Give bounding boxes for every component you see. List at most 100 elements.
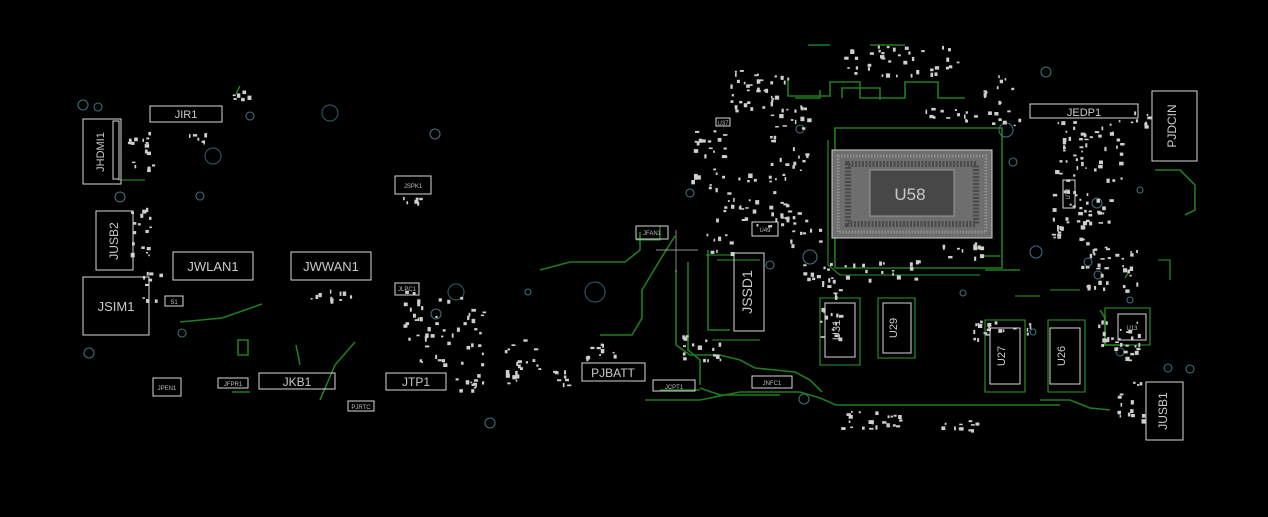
smd-pad bbox=[419, 197, 423, 201]
connector-jtp1[interactable]: JTP1 bbox=[385, 372, 447, 391]
smd-pad bbox=[748, 199, 751, 202]
cpu-u58[interactable]: U58 bbox=[831, 149, 993, 239]
smd-pad bbox=[427, 327, 431, 332]
smd-pad bbox=[466, 345, 471, 350]
smd-pad bbox=[772, 97, 774, 100]
smd-pad bbox=[137, 223, 141, 226]
smd-pad bbox=[956, 61, 960, 64]
smd-pad bbox=[954, 109, 957, 111]
smd-pad bbox=[1126, 331, 1131, 333]
smd-pad bbox=[463, 322, 467, 326]
smd-pad bbox=[782, 125, 787, 127]
smd-pad bbox=[1130, 253, 1134, 257]
jfan1-label: JFAN1 bbox=[643, 231, 662, 237]
ic-u13[interactable]: U13 bbox=[1117, 313, 1147, 341]
smd-pad bbox=[850, 49, 854, 52]
smd-pad bbox=[945, 66, 949, 70]
smd-pad bbox=[1076, 220, 1081, 223]
connector-jlpc1[interactable]: JLPC1 bbox=[394, 282, 420, 296]
smd-pad bbox=[794, 109, 797, 113]
smd-pad bbox=[1080, 225, 1086, 230]
smd-pad bbox=[134, 164, 137, 169]
smd-pad bbox=[1117, 410, 1121, 415]
smd-pad bbox=[1123, 350, 1128, 354]
smd-pad bbox=[941, 426, 946, 431]
connector-jusb2[interactable]: JUSB2 bbox=[95, 210, 134, 271]
ic-u49[interactable]: U49 bbox=[751, 221, 779, 237]
smd-pad bbox=[977, 324, 983, 328]
smd-pad bbox=[1029, 325, 1032, 330]
connector-jnfc1[interactable]: JNFC1 bbox=[751, 375, 793, 389]
connector-pjrtc[interactable]: PJRTC bbox=[347, 400, 375, 412]
smd-pad bbox=[930, 68, 934, 72]
ic-u72[interactable]: U72 bbox=[1062, 179, 1076, 209]
smd-pad bbox=[1120, 177, 1123, 180]
jtp1-label: JTP1 bbox=[402, 375, 430, 389]
connector-jusb1[interactable]: JUSB1 bbox=[1145, 381, 1184, 441]
smd-pad bbox=[784, 176, 787, 181]
smd-pad bbox=[1107, 220, 1111, 224]
ic-u26[interactable]: U26 bbox=[1049, 327, 1081, 385]
smd-pad bbox=[1075, 158, 1078, 162]
smd-pad bbox=[1084, 209, 1087, 213]
smd-pad bbox=[768, 225, 773, 228]
smd-pad bbox=[330, 296, 333, 301]
smd-pad bbox=[694, 140, 698, 143]
smd-pad bbox=[708, 186, 712, 190]
smd-pad bbox=[1081, 161, 1084, 167]
smd-pad bbox=[848, 414, 853, 419]
smd-pad bbox=[1134, 350, 1139, 355]
smd-pad bbox=[1120, 143, 1125, 146]
smd-pad bbox=[1084, 138, 1089, 141]
smd-pad bbox=[1106, 178, 1110, 183]
switch-s1[interactable]: S1 bbox=[164, 295, 184, 307]
smd-pad bbox=[775, 218, 778, 223]
connector-jkb1[interactable]: JKB1 bbox=[258, 372, 336, 390]
connector-jspk1[interactable]: JSPK1 bbox=[394, 175, 432, 195]
smd-pad bbox=[834, 334, 839, 338]
ic-u27[interactable]: U27 bbox=[989, 327, 1021, 385]
smd-pad bbox=[1088, 213, 1093, 217]
smd-pad bbox=[868, 278, 872, 283]
connector-jhdmi1[interactable]: JHDMI1 bbox=[82, 118, 122, 185]
smd-pad bbox=[201, 140, 205, 143]
ic-u37[interactable]: U37 bbox=[715, 117, 731, 127]
smd-pad bbox=[765, 88, 769, 93]
connector-jwwan1[interactable]: JWWAN1 bbox=[290, 251, 372, 281]
connector-jedp1[interactable]: JEDP1 bbox=[1029, 103, 1139, 119]
smd-pad bbox=[417, 201, 420, 206]
smd-pad bbox=[827, 285, 832, 288]
smd-pad bbox=[1104, 246, 1108, 249]
smd-pad bbox=[1094, 131, 1100, 134]
smd-pad bbox=[755, 200, 760, 205]
connector-jcpt1[interactable]: JCPT1 bbox=[652, 379, 696, 392]
ic-u31[interactable]: U31 bbox=[824, 302, 856, 358]
smd-pad bbox=[1130, 414, 1135, 418]
smd-pad bbox=[968, 429, 972, 432]
connector-jssd1[interactable]: JSSD1 bbox=[733, 252, 765, 332]
connector-jir1[interactable]: JIR1 bbox=[149, 105, 223, 123]
smd-pad bbox=[977, 338, 980, 342]
smd-pad bbox=[1079, 138, 1083, 141]
smd-pad bbox=[159, 273, 163, 278]
connector-jsim1[interactable]: JSIM1 bbox=[82, 276, 150, 336]
smd-pad bbox=[1088, 210, 1092, 213]
connector-jfpr1[interactable]: JFPR1 bbox=[217, 377, 249, 389]
smd-pad bbox=[768, 175, 772, 179]
smd-pad bbox=[1029, 323, 1032, 326]
smd-pad bbox=[706, 233, 709, 237]
smd-pad bbox=[896, 425, 901, 428]
smd-pad bbox=[471, 318, 476, 324]
ic-u29[interactable]: U29 bbox=[882, 302, 912, 354]
connector-jwlan1[interactable]: JWLAN1 bbox=[172, 251, 254, 281]
connector-pjdcin[interactable]: PJDCIN bbox=[1151, 90, 1198, 162]
smd-pad bbox=[600, 348, 605, 354]
connector-pjbatt[interactable]: PJBATT bbox=[581, 362, 646, 382]
smd-pad bbox=[1096, 198, 1100, 203]
smd-pad bbox=[417, 317, 420, 321]
connector-jfan1[interactable]: JFAN1 bbox=[635, 225, 669, 240]
connector-jpen1[interactable]: JPEN1 bbox=[152, 377, 182, 397]
smd-pad bbox=[1059, 226, 1062, 231]
smd-pad bbox=[790, 239, 793, 244]
